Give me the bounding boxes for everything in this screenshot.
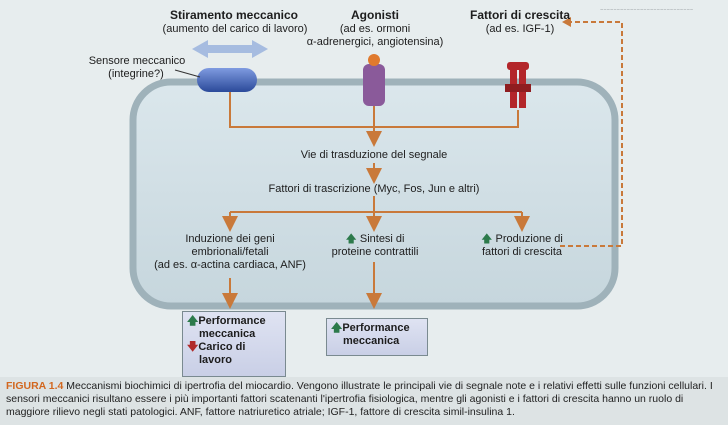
- result-panel-middle: 🡅Performance meccanica: [326, 318, 428, 356]
- stretch-subtitle: (aumento del carico di lavoro): [162, 23, 308, 35]
- signal-transduction-label: Vie di trasduzione del segnale: [300, 149, 448, 161]
- growth-factor-receptor-icon: [505, 62, 531, 108]
- up-arrow-icon: 🡅: [345, 233, 357, 245]
- growth-factors-title: Fattori di crescita: [469, 8, 571, 22]
- protein-synthesis-line-2: proteine contrattili: [331, 246, 419, 258]
- agonist-receptor-icon: [363, 54, 385, 106]
- left-perf-line-2: meccanica: [199, 328, 256, 340]
- down-arrow-icon: 🡇: [187, 341, 199, 353]
- mid-perf-line-2: meccanica: [343, 335, 400, 347]
- up-arrow-icon: 🡅: [187, 315, 199, 327]
- up-arrow-icon: 🡅: [331, 322, 343, 334]
- sensor-label-1: Sensore meccanico: [88, 55, 186, 67]
- growth-factor-feedback-arrow: [560, 21, 623, 247]
- stretch-title: Stiramento meccanico: [169, 8, 299, 22]
- growth-production-line-2: fattori di crescita: [481, 246, 563, 258]
- gene-induction-line-3: (ad es. α-actina cardiaca, ANF): [154, 259, 306, 271]
- feedback-arrowhead: [562, 17, 571, 27]
- diagram-canvas: [129, 17, 623, 310]
- up-arrow-icon: 🡅: [481, 233, 493, 245]
- signal-convergence-arrows: [222, 92, 530, 309]
- caption-label: FIGURA 1.4: [6, 380, 64, 392]
- mechanical-sensor-icon: [197, 68, 257, 92]
- figure-caption: FIGURA 1.4 Meccanismi biochimici di iper…: [6, 380, 722, 419]
- result-panel-left: 🡅Performance meccanica 🡇Carico di lavoro: [182, 311, 286, 377]
- caption-text: Meccanismi biochimici di ipertrofia del …: [6, 380, 713, 418]
- agonists-subtitle-2: α-adrenergici, angiotensina): [306, 36, 444, 48]
- transcription-factors-label: Fattori di trascrizione (Myc, Fos, Jun e…: [268, 183, 480, 195]
- sensor-pointer-line: [174, 69, 201, 78]
- growth-factors-subtitle: (ad es. IGF-1): [485, 23, 555, 35]
- growth-production-line-1: 🡅 Produzione di: [481, 233, 563, 245]
- agonists-title: Agonisti: [351, 8, 399, 22]
- gene-induction-line-2: embrionali/fetali: [191, 246, 269, 258]
- agonists-subtitle-1: (ad es. ormoni: [339, 23, 411, 35]
- left-load-line-2: lavoro: [199, 354, 233, 366]
- stretch-arrows-icon: [192, 40, 268, 58]
- sensor-label-2: (integrine?): [108, 68, 164, 80]
- gene-induction-line-1: Induzione dei geni: [185, 233, 275, 245]
- protein-synthesis-line-1: 🡅 Sintesi di: [345, 233, 405, 245]
